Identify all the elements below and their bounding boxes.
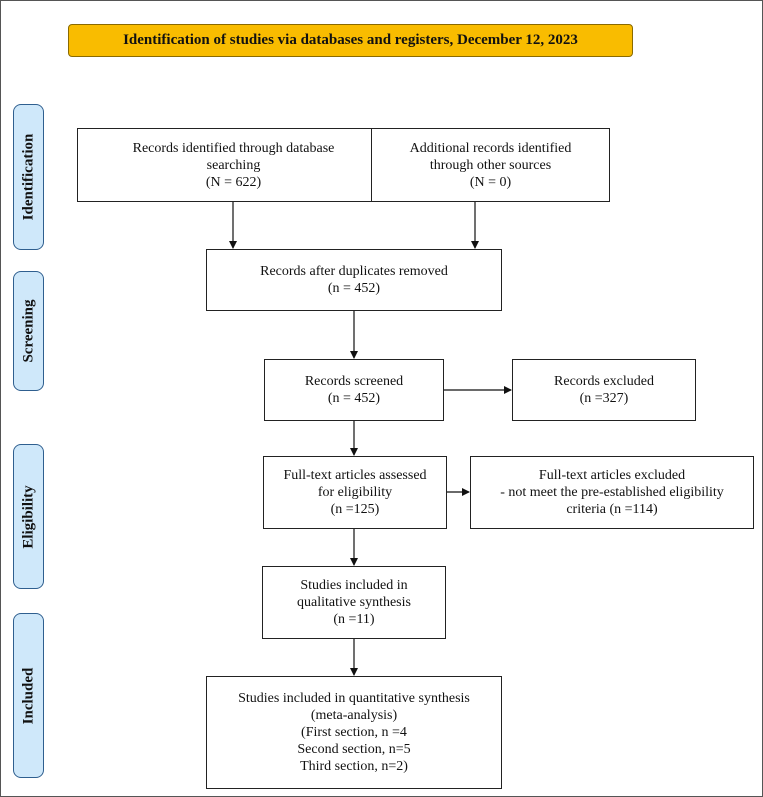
box-text: (n =125) xyxy=(330,502,380,517)
diagram-title: Identification of studies via databases … xyxy=(68,24,633,57)
box-text: Studies included in quantitative synthes… xyxy=(238,691,470,706)
box-text: (n =327) xyxy=(579,391,629,406)
box-fulltext-excluded: Full-text articles excluded - not meet t… xyxy=(470,456,754,529)
box-text: criteria (n =114) xyxy=(566,502,658,517)
box-other-sources: Additional records identified through ot… xyxy=(371,128,610,202)
box-text: (N = 622) xyxy=(205,174,262,190)
stage-included: Included xyxy=(13,613,44,778)
box-records-excluded: Records excluded (n =327) xyxy=(512,359,696,421)
box-records-screened: Records screened (n = 452) xyxy=(264,359,444,421)
box-text: Second section, n=5 xyxy=(297,742,411,757)
box-text: (n = 452) xyxy=(327,281,381,296)
box-text: Records identified through database xyxy=(132,140,335,156)
box-text: (n =11) xyxy=(333,612,375,627)
box-qualitative-synthesis: Studies included in qualitative synthesi… xyxy=(262,566,446,639)
box-quantitative-synthesis: Studies included in quantitative synthes… xyxy=(206,676,502,789)
box-text: Full-text articles excluded xyxy=(538,468,686,483)
box-text: through other sources xyxy=(429,157,552,173)
box-text: (n = 452) xyxy=(327,391,381,406)
box-text: Studies included in xyxy=(300,578,408,593)
box-text: Full-text articles assessed xyxy=(283,468,427,483)
box-database-search: Records identified through database sear… xyxy=(77,128,390,202)
box-text: qualitative synthesis xyxy=(297,595,411,610)
stage-eligibility: Eligibility xyxy=(13,444,44,589)
box-text: (N = 0) xyxy=(469,174,512,190)
box-text: Additional records identified xyxy=(409,140,572,156)
box-text: searching xyxy=(206,157,261,173)
box-text: (First section, n =4 xyxy=(301,725,407,740)
box-duplicates-removed: Records after duplicates removed (n = 45… xyxy=(206,249,502,311)
box-text: Records screened xyxy=(304,374,404,389)
box-text: - not meet the pre-established eligibili… xyxy=(500,485,724,500)
box-text: Third section, n=2) xyxy=(300,759,408,774)
box-text: (meta-analysis) xyxy=(310,708,398,723)
stage-screening: Screening xyxy=(13,271,44,391)
box-text: Records excluded xyxy=(554,374,654,389)
box-text: Records after duplicates removed xyxy=(260,264,448,279)
stage-identification: Identification xyxy=(13,104,44,250)
box-fulltext-assessed: Full-text articles assessed for eligibil… xyxy=(263,456,447,529)
box-text: for eligibility xyxy=(317,485,393,500)
